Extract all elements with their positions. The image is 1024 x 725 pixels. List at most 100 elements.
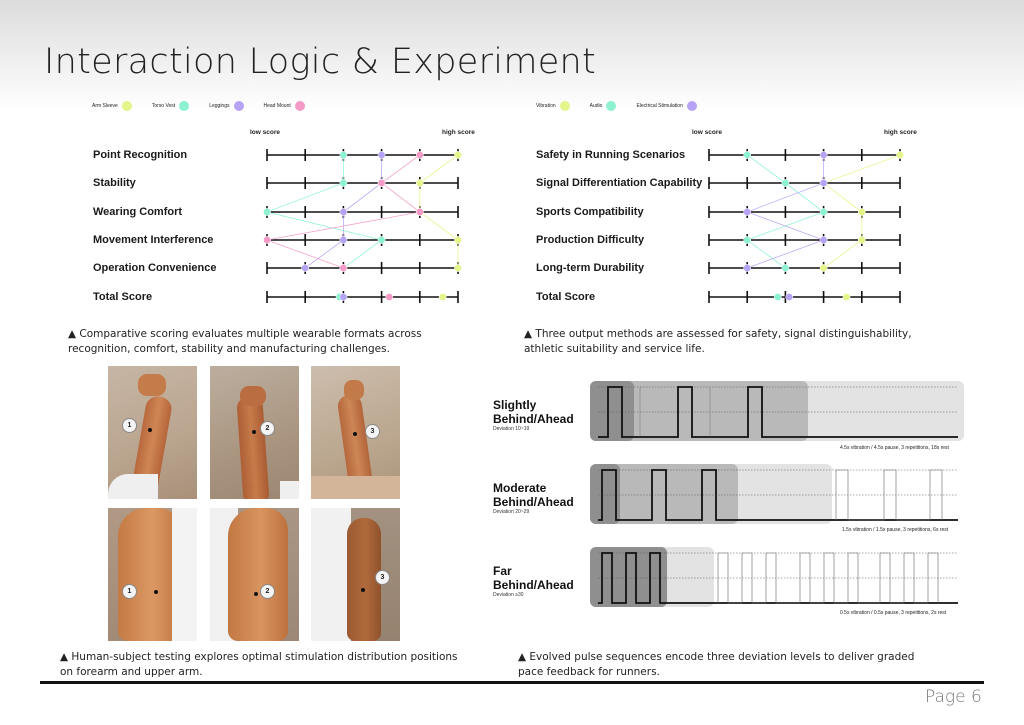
right-criterion-label: Sports Compatibility — [536, 206, 644, 218]
score-point — [415, 151, 424, 159]
score-point — [438, 293, 447, 301]
score-point — [743, 264, 752, 272]
score-point — [819, 151, 828, 159]
legend-swatch — [179, 101, 190, 111]
level-title-line1: Moderate — [493, 481, 547, 495]
right-criterion-label: Signal Differentiation Capability — [536, 177, 703, 189]
legend-item-audio: Audio — [590, 101, 617, 111]
level-deviation: Deviation 20~29 — [493, 509, 530, 515]
score-point — [773, 293, 782, 301]
left-low-score-label: low score — [250, 129, 280, 136]
score-point — [781, 179, 790, 187]
left-legend: Arm Sleeve Torso Vest Leggings Head Moun… — [92, 101, 325, 111]
pulse-caption: ▲ Evolved pulse sequences encode three d… — [518, 651, 915, 678]
pulse-bg-vibration — [590, 464, 620, 524]
score-point — [785, 293, 794, 301]
score-point — [301, 264, 310, 272]
pulse-waveform — [598, 469, 958, 521]
left-criterion-label: Wearing Comfort — [93, 206, 183, 218]
shirt-shape — [172, 508, 197, 641]
level-deviation: Deviation 10~19 — [493, 426, 530, 432]
position-number: 3 — [365, 424, 380, 439]
right-criterion-label: Total Score — [536, 291, 596, 303]
right-low-score-label: low score — [692, 129, 722, 136]
left-criterion-label: Movement Interference — [93, 234, 214, 246]
score-point — [339, 179, 348, 187]
shirt-shape — [280, 481, 299, 499]
score-point — [339, 208, 348, 216]
score-point — [263, 208, 271, 216]
pulse-bg-vibration — [590, 547, 667, 607]
position-number: 3 — [375, 570, 390, 585]
arm-shape — [118, 508, 180, 641]
score-point — [339, 151, 348, 159]
pulse-bg-vibration — [590, 381, 634, 441]
score-point — [857, 236, 866, 244]
score-point — [781, 264, 790, 272]
legend-label: Arm Sleeve — [92, 103, 118, 109]
electrode-marker — [353, 432, 357, 436]
arm-shape — [228, 508, 288, 641]
left-criterion-label: Stability — [93, 177, 136, 189]
pulse-bg-cycle — [590, 464, 738, 524]
page-number: Page 6 — [925, 687, 982, 707]
score-point — [263, 236, 271, 244]
pulse-bg-cycle — [590, 381, 808, 441]
score-point — [385, 293, 394, 301]
footer-divider — [40, 681, 984, 684]
photo-forearm-2: 2 — [210, 366, 299, 499]
legend-label: Audio — [589, 103, 603, 109]
right-criterion-label: Production Difficulty — [536, 234, 645, 246]
electrode-marker — [254, 592, 258, 596]
electrode-marker — [154, 590, 158, 594]
fist-shape — [240, 386, 266, 406]
score-point — [377, 179, 386, 187]
score-point — [743, 151, 752, 159]
legend-label: Head Mount — [263, 103, 291, 109]
score-point — [377, 236, 386, 244]
electrode-marker — [148, 428, 152, 432]
shirt-shape — [311, 476, 400, 499]
right-high-score-label: high score — [884, 129, 917, 136]
legend-swatch — [606, 101, 617, 111]
fist-shape — [344, 380, 364, 400]
fist-shape — [138, 374, 166, 396]
score-point — [454, 151, 462, 159]
position-number: 2 — [260, 421, 275, 436]
score-point — [896, 151, 904, 159]
pulse-waveform — [598, 386, 958, 438]
pulse-note: 1.5s vibration / 1.5s pause, 3 repetitio… — [842, 527, 949, 533]
photo-forearm-1: 1 — [108, 366, 197, 499]
legend-item-leggings: Leggings — [209, 101, 244, 111]
score-point — [415, 208, 424, 216]
pulse-level-moderate: Moderate Behind/Ahead Deviation 20~29 — [493, 481, 574, 515]
score-point — [454, 236, 462, 244]
right-legend: Vibration Audio Electrical Stimulation — [536, 101, 717, 111]
legend-label: Leggings — [209, 103, 230, 109]
left-criterion-label: Operation Convenience — [93, 262, 217, 274]
pulse-waveform-repeat — [717, 552, 939, 604]
legend-swatch — [121, 101, 132, 111]
level-title-line1: Slightly — [493, 398, 537, 412]
legend-label: Vibration — [536, 103, 556, 109]
level-title-line2: Behind/Ahead — [493, 578, 574, 592]
score-point — [819, 264, 828, 272]
score-point — [415, 179, 424, 187]
legend-swatch — [686, 101, 697, 111]
legend-item-arm-sleeve: Arm Sleeve — [92, 101, 132, 111]
legend-item-head-mount: Head Mount — [264, 101, 305, 111]
legend-item-torso-vest: Torso Vest — [152, 101, 190, 111]
score-point — [857, 208, 866, 216]
score-point — [743, 208, 752, 216]
photo-upper-arm-2: 2 — [210, 508, 299, 641]
electrode-marker — [361, 588, 365, 592]
right-criterion-label: Safety in Running Scenarios — [536, 149, 686, 161]
position-number: 2 — [260, 584, 275, 599]
score-point — [842, 293, 851, 301]
score-point — [339, 236, 348, 244]
score-point — [819, 236, 828, 244]
position-number: 1 — [122, 584, 137, 599]
photo-upper-arm-1: 1 — [108, 508, 197, 641]
